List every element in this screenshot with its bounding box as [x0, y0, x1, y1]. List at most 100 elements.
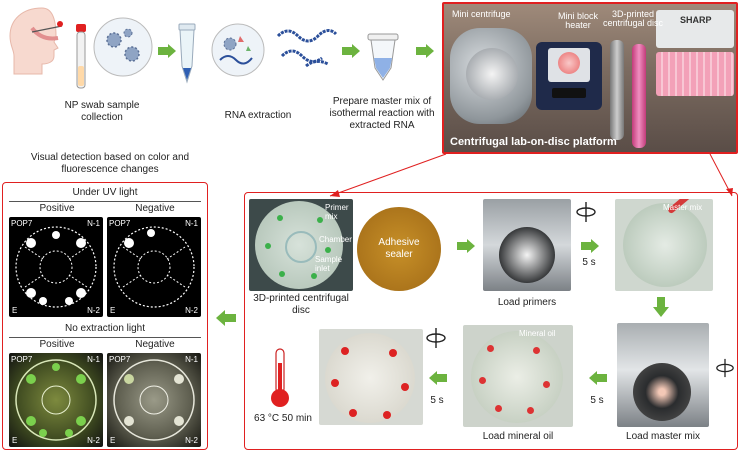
noext-positive-image: POP7 N-1 E N-2 — [9, 353, 103, 447]
uv-pos-n2: N-2 — [87, 306, 100, 315]
spin-icon-1 — [576, 202, 596, 222]
platform-photo: SHARP Mini centrifuge Mini block heater … — [442, 2, 738, 154]
uv-title: Under UV light — [72, 187, 138, 198]
green-arrow-2 — [342, 44, 360, 58]
noext-pos-e: E — [12, 436, 18, 445]
process-panel: Primer mix Chamber Sample inlet 3D-print… — [244, 192, 738, 450]
load-master-mix-label: Load master mix — [626, 431, 700, 442]
thermometer-icon — [271, 348, 289, 407]
primer-mix-label: Primer mix — [325, 203, 349, 221]
noext-neg-e: E — [110, 436, 116, 445]
mineral-oil-dot-4 — [543, 381, 550, 388]
tip-box-brand: SHARP — [680, 15, 712, 25]
pipette-pink — [632, 44, 646, 148]
noext-negative-image: POP7 N-1 E N-2 — [107, 353, 201, 447]
uv-negative-disc — [113, 226, 195, 308]
noext-pos-pop7: POP7 — [11, 355, 33, 364]
master-mix-label: Prepare master mix of isothermal reactio… — [329, 96, 435, 131]
spin-1-label: 5 s — [582, 257, 596, 268]
load-primers-well — [499, 227, 555, 283]
noext-positive-disc — [15, 359, 97, 441]
uv-positive-label: Positive — [39, 203, 75, 214]
mineral-oil-dot-1 — [487, 345, 494, 352]
block-heater-display — [552, 88, 586, 98]
centrifuge-lid — [466, 48, 518, 100]
master-mix-photo: Master mix — [615, 199, 713, 291]
mineral-oil-dot-5 — [495, 405, 502, 412]
rna-magnified-icon — [211, 23, 265, 77]
load-mineral-oil-label: Load mineral oil — [482, 431, 554, 442]
noext-pos-n2: N-2 — [87, 436, 100, 445]
uv-neg-e: E — [110, 306, 116, 315]
green-arrow-p4 — [429, 371, 447, 385]
uv-negative-label: Negative — [135, 203, 175, 214]
primer-dot-1 — [277, 215, 283, 221]
green-arrow-down — [653, 297, 669, 317]
master-mix-tag: Master mix — [663, 203, 703, 212]
incubated-dot-6 — [383, 411, 391, 419]
adhesive-sealer-disc — [357, 207, 441, 291]
green-arrow-1 — [158, 44, 176, 58]
mineral-oil-dot-3 — [479, 377, 486, 384]
np-swab-label: NP swab sample collection — [64, 100, 140, 123]
incubate-label: 63 °C 50 min — [254, 413, 312, 424]
printed-disc-label: 3D-printed centrifugal disc — [602, 9, 664, 28]
master-mix-disc — [623, 203, 707, 287]
uv-neg-n2: N-2 — [185, 306, 198, 315]
uv-pos-n1: N-1 — [87, 219, 100, 228]
spin-3-label: 5 s — [430, 395, 444, 406]
noext-neg-n1: N-1 — [185, 355, 198, 364]
incubated-dot-2 — [389, 349, 397, 357]
mineral-oil-disc — [471, 331, 563, 423]
master-mix-tube-icon — [367, 33, 399, 81]
tip-box — [656, 10, 734, 48]
rna-strands-icon — [276, 29, 338, 68]
blue-tube-icon — [178, 23, 196, 84]
virus-magnified-icon — [93, 17, 153, 77]
sample-inlet-label: Sample inlet — [315, 255, 343, 273]
mineral-oil-tag: Mineral oil — [519, 329, 556, 338]
mini-centrifuge-label: Mini centrifuge — [452, 9, 511, 19]
primer-dot-4 — [325, 247, 331, 253]
uv-pos-pop7: POP7 — [11, 219, 33, 228]
chamber-label: Chamber — [319, 235, 352, 244]
green-arrow-p2 — [581, 239, 599, 253]
uv-positive-image: POP7 N-1 E N-2 — [9, 217, 103, 317]
incubated-dot-4 — [401, 383, 409, 391]
incubated-dot-3 — [331, 379, 339, 387]
uv-pos-e: E — [12, 306, 18, 315]
platform-title: Centrifugal lab-on-disc platform — [450, 136, 617, 148]
swab-tube-icon — [76, 24, 86, 89]
load-master-mix-photo — [617, 323, 709, 427]
top-workflow: NP swab sample collection RNA extraction… — [0, 0, 740, 154]
load-primers-photo — [483, 199, 571, 291]
green-arrow-p3 — [589, 371, 607, 385]
pipette-gray — [610, 40, 624, 140]
primer-dot-6 — [311, 273, 317, 279]
green-arrow-3 — [416, 44, 434, 58]
spin-2-label: 5 s — [590, 395, 604, 406]
noext-neg-pop7: POP7 — [109, 355, 131, 364]
spin-icon-2 — [716, 358, 734, 378]
uv-divider — [9, 201, 201, 202]
block-heater-disc — [558, 52, 580, 74]
spin-icon-3 — [426, 328, 446, 348]
printed-disc-caption: 3D-printed centrifugal disc — [253, 293, 349, 316]
uv-neg-pop7: POP7 — [109, 219, 131, 228]
load-primers-label: Load primers — [497, 297, 557, 308]
uv-neg-n1: N-1 — [185, 219, 198, 228]
rna-extraction-label: RNA extraction — [224, 110, 292, 121]
pink-tube-rack — [656, 52, 734, 96]
load-mineral-oil-photo: Mineral oil — [463, 325, 573, 427]
noext-neg-n2: N-2 — [185, 436, 198, 445]
load-master-mix-well — [633, 363, 691, 421]
adhesive-sealer-label: Adhesive sealer — [378, 237, 420, 260]
primer-dot-3 — [265, 243, 271, 249]
uv-negative-image: POP7 N-1 E N-2 — [107, 217, 201, 317]
noext-negative-label: Negative — [135, 339, 175, 350]
noext-pos-n1: N-1 — [87, 355, 100, 364]
visual-detection-panel: Under UV light Positive Negative POP7 N-… — [2, 182, 208, 450]
incubated-disc — [325, 333, 415, 423]
noext-divider — [9, 337, 201, 338]
primer-dot-2 — [317, 217, 323, 223]
